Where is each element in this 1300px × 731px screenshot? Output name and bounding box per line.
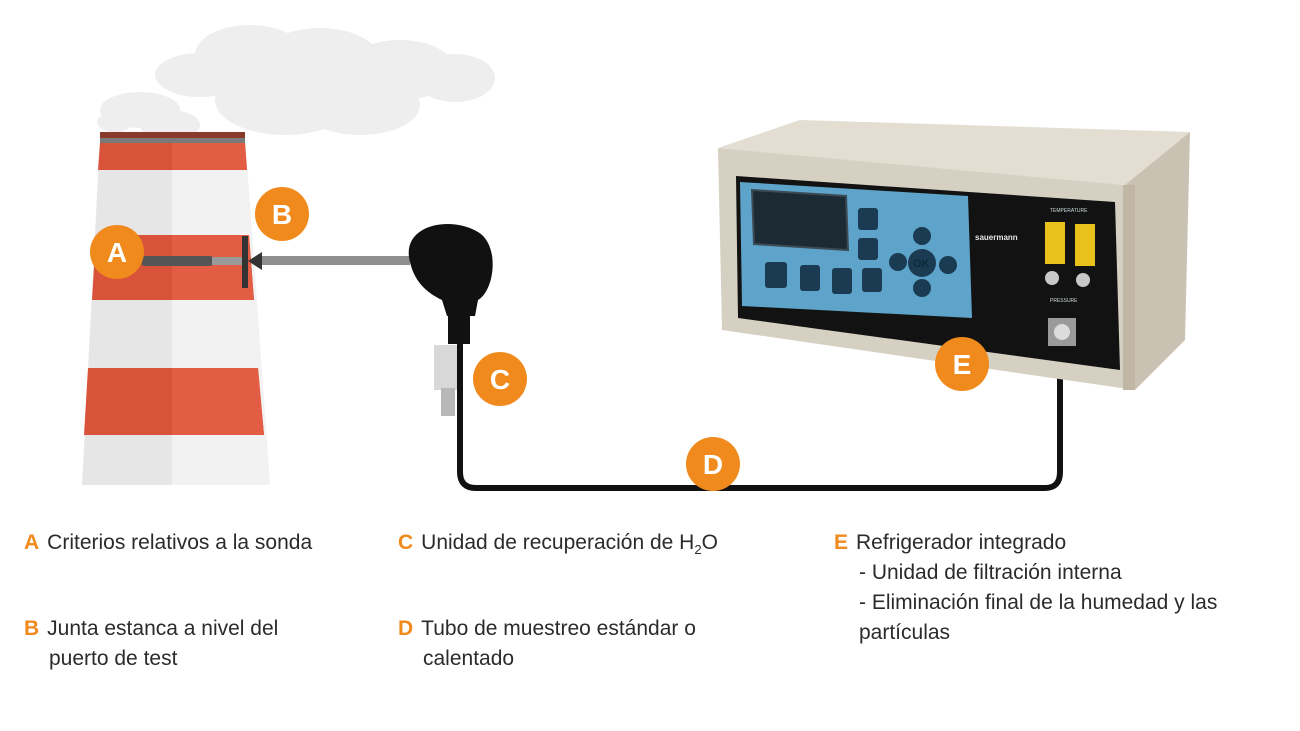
legend-key-c: C [398,531,414,554]
temperature-label: TEMPERATURE [1050,208,1088,214]
pressure-label: PRESSURE [1050,298,1078,304]
chimney [82,132,270,485]
legend-text-c-after: O [701,531,718,554]
legend-text-c: Unidad de recuperación de H [421,531,695,554]
marker-b: B [255,187,309,241]
legend-text-b-line1: Junta estanca a nivel del [47,617,279,640]
sampling-system-diagram: OK sauermann TEMPERATURE PRESSURE A B [82,25,1190,491]
legend-text-a: Criterios relativos a la sonda [47,531,313,554]
marker-d-letter: D [703,449,723,480]
legend-item-b: B Junta estanca a nivel del puerto de tes… [24,614,354,674]
marker-b-letter: B [272,199,292,230]
legend-text-d-line1: Tubo de muestreo estándar o [421,617,696,640]
h2o-recovery-unit [408,223,493,416]
brand-label: sauermann [975,233,1018,242]
marker-a: A [90,225,144,279]
marker-c-letter: C [490,364,510,395]
marker-a-letter: A [107,237,127,268]
legend-item-e: E Refrigerador integrado - Unidad de filt… [834,528,1274,648]
marker-d: D [686,437,740,491]
sampling-probe [140,236,410,288]
legend-text-e-title: Refrigerador integrado [856,531,1067,554]
legend-text-e-item1: - Unidad de filtración interna [859,561,1122,584]
cooler-device: OK sauermann TEMPERATURE PRESSURE [718,120,1190,390]
legend-key-d: D [398,617,414,640]
marker-e-letter: E [953,349,972,380]
legend-text-b-line2: puerto de test [49,647,178,670]
marker-e: E [935,337,989,391]
ok-button-label: OK [913,258,930,270]
legend-text-d-line2: calentado [423,647,515,670]
legend-key-e: E [834,531,849,554]
legend-item-a: A Criterios relativos a la sonda [24,528,384,558]
legend-text-e-item2: - Eliminación final de la humedad y las [859,591,1218,614]
sampling-tube [457,340,1063,491]
legend-item-d: D Tubo de muestreo estándar o calentado [398,614,758,674]
control-panel: OK [740,182,972,318]
legend-key-a: A [24,531,40,554]
legend-text-e-item2-cont: partículas [859,621,951,644]
marker-c: C [473,352,527,406]
legend-text-c-subscript: 2 [694,542,702,558]
smoke-cloud [97,25,495,140]
legend-key-b: B [24,617,40,640]
legend-item-c: C Unidad de recuperación de H2O [398,528,798,565]
